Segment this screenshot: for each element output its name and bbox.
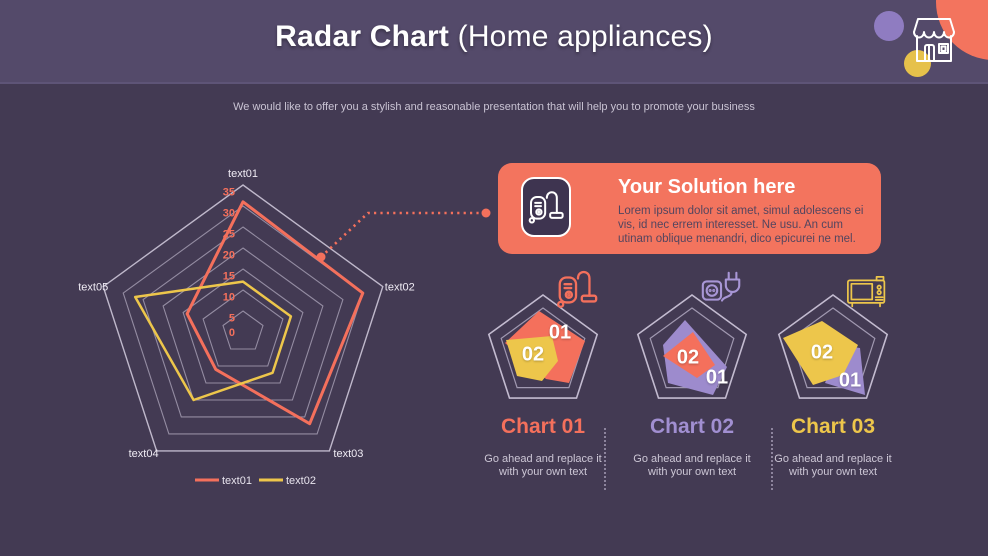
title-bold: Radar Chart	[275, 20, 450, 53]
mini-chart-title: Chart 01	[500, 415, 586, 438]
solution-icon-box	[521, 177, 571, 237]
legend-label-text02: text02	[286, 475, 316, 487]
mini-chart-description: Go ahead and replace it with your own te…	[633, 453, 751, 478]
mini-outer-ring	[487, 294, 599, 399]
tick-label-20: 20	[223, 250, 235, 262]
mini-inner-ring	[500, 307, 586, 389]
mini-blob-1	[783, 321, 858, 385]
mini-chart-description: Go ahead and replace it with your own te…	[774, 453, 892, 478]
grid-ring-10	[202, 289, 284, 367]
grid-ring-5	[222, 310, 264, 350]
mini-label-01: 01	[838, 369, 862, 392]
solution-body: Lorem ipsum dolor sit amet, simul adoles…	[618, 205, 864, 245]
store-icon	[913, 18, 955, 62]
vacuum-icon	[557, 270, 598, 308]
tick-label-5: 5	[229, 313, 235, 325]
axis-label-text02: text02	[385, 282, 415, 294]
microwave-icon	[847, 276, 886, 308]
series-text01	[185, 200, 365, 426]
mini-chart-title: Chart 03	[790, 415, 876, 438]
mini-outer-ring	[777, 294, 889, 399]
mini-blob-1	[663, 332, 715, 378]
mini-chart-title: Chart 02	[649, 415, 735, 438]
mini-outer-ring	[636, 294, 748, 399]
grid-ring-35	[102, 184, 384, 452]
dotted-divider	[771, 428, 773, 490]
axis-label-text04: text04	[129, 448, 159, 460]
radar-chart: 05101520253035text01text02text03text04te…	[78, 168, 415, 487]
decor-circle-purple	[874, 11, 904, 41]
grid-ring-25	[142, 226, 344, 418]
dotted-divider	[604, 428, 606, 490]
axis-label-text01: text01	[228, 168, 258, 180]
mini-chart-02: 01 02 Chart 02 Go ahead and replace it w…	[617, 271, 767, 497]
mini-pentagon-02	[636, 294, 748, 399]
mini-pentagon-01	[487, 294, 599, 399]
tick-label-10: 10	[223, 292, 235, 304]
tick-label-30: 30	[223, 208, 235, 220]
legend-label-text01: text01	[222, 475, 252, 487]
tick-label-15: 15	[223, 271, 235, 283]
mini-blob-1	[506, 336, 558, 381]
mini-pentagon-03	[777, 294, 889, 399]
solution-card: Your Solution here Lorem ipsum dolor sit…	[498, 163, 881, 254]
mini-label-02: 02	[810, 341, 834, 364]
tick-label-0: 0	[229, 327, 235, 339]
mini-label-01: 01	[705, 366, 729, 389]
header: Radar Chart (Home appliances)	[0, 0, 988, 84]
mini-label-02: 02	[521, 343, 545, 366]
grid-ring-20	[162, 247, 324, 401]
vacuum-icon	[528, 191, 564, 224]
axis-label-text03: text03	[333, 448, 363, 460]
title-regular: (Home appliances)	[449, 20, 713, 53]
mini-chart-03: 01 02 Chart 03 Go ahead and replace it w…	[758, 276, 908, 497]
plug-icon	[701, 271, 741, 302]
mini-chart-description: Go ahead and replace it with your own te…	[484, 453, 602, 478]
page-title: Radar Chart (Home appliances)	[0, 20, 988, 54]
solution-title: Your Solution here	[618, 176, 796, 198]
mini-label-02: 02	[676, 346, 700, 369]
axis-label-text05: text05	[78, 282, 108, 294]
mini-label-01: 01	[548, 321, 572, 344]
tick-label-35: 35	[223, 187, 235, 199]
series-text02	[133, 280, 293, 402]
subtitle: We would like to offer you a stylish and…	[233, 101, 755, 113]
mini-chart-01: 01 02 Chart 01 Go ahead and replace it w…	[468, 270, 618, 497]
